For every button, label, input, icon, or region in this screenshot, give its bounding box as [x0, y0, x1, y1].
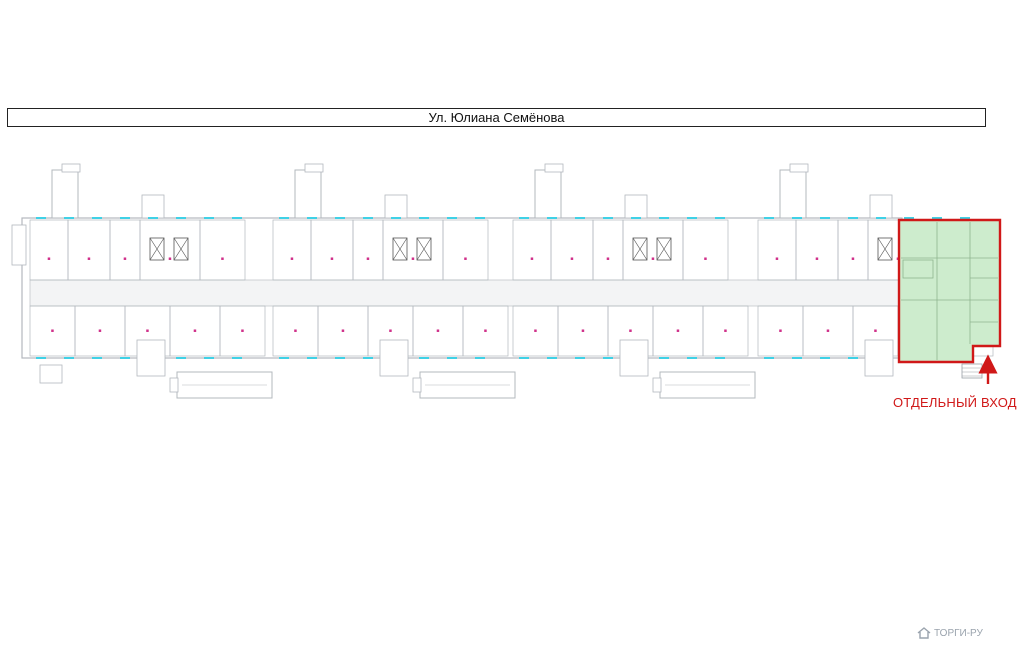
elevator-cross — [656, 237, 672, 261]
room-marker: ▪ — [464, 256, 467, 262]
elevator-cross — [173, 237, 189, 261]
room-marker: ▪ — [826, 328, 829, 334]
canopy-step — [169, 377, 179, 393]
corridor — [29, 279, 901, 307]
separate-entrance-label: ОТДЕЛЬНЫЙ ВХОД — [893, 395, 1017, 410]
room-marker: ▪ — [676, 328, 679, 334]
room-marker: ▪ — [341, 328, 344, 334]
room-marker: ▪ — [581, 328, 584, 334]
room-marker: ▪ — [168, 256, 171, 262]
room-marker: ▪ — [241, 328, 244, 334]
room-marker: ▪ — [51, 328, 54, 334]
porch — [864, 339, 894, 377]
stair-tower — [779, 169, 807, 219]
porch — [136, 339, 166, 377]
room-marker: ▪ — [290, 256, 293, 262]
floor-plan: ▪▪▪▪▪▪▪▪▪▪▪▪▪▪▪▪▪▪▪▪▪▪▪▪▪▪▪▪▪▪▪▪▪▪▪▪▪▪▪▪ — [11, 163, 1002, 399]
room-marker: ▪ — [534, 328, 537, 334]
end-porch — [39, 364, 63, 384]
elevator-cross — [149, 237, 165, 261]
room-marker: ▪ — [366, 256, 369, 262]
room-marker: ▪ — [775, 256, 778, 262]
elevator-cross — [877, 237, 893, 261]
porch — [619, 339, 649, 377]
room-marker: ▪ — [98, 328, 101, 334]
canopy-step — [412, 377, 422, 393]
room-marker: ▪ — [146, 328, 149, 334]
stair-tower — [51, 169, 79, 219]
room-bottom — [219, 305, 266, 357]
stair-landing — [544, 163, 564, 173]
highlighted-unit-area — [897, 218, 1002, 364]
room-marker: ▪ — [389, 328, 392, 334]
stair-landing — [789, 163, 809, 173]
room-marker: ▪ — [47, 256, 50, 262]
balcony — [869, 194, 893, 219]
room-marker: ▪ — [530, 256, 533, 262]
house-logo-icon — [917, 627, 931, 639]
stair-tower — [294, 169, 322, 219]
room-marker: ▪ — [436, 328, 439, 334]
room-top — [199, 219, 246, 281]
entrance-steps — [961, 363, 983, 379]
balcony — [384, 194, 408, 219]
room-marker: ▪ — [724, 328, 727, 334]
highlighted-unit — [897, 218, 1002, 364]
room-marker: ▪ — [851, 256, 854, 262]
room-marker: ▪ — [704, 256, 707, 262]
room-marker: ▪ — [484, 328, 487, 334]
room-marker: ▪ — [815, 256, 818, 262]
street-name-bar: Ул. Юлиана Семёнова — [7, 108, 986, 127]
elevator-cross — [392, 237, 408, 261]
room-top — [682, 219, 729, 281]
end-stair — [11, 224, 27, 266]
room-marker: ▪ — [570, 256, 573, 262]
balcony — [624, 194, 648, 219]
watermark: ТОРГИ-РУ — [917, 627, 983, 639]
elevator-cross — [632, 237, 648, 261]
room-marker: ▪ — [779, 328, 782, 334]
room-marker: ▪ — [294, 328, 297, 334]
stair-landing — [304, 163, 324, 173]
room-marker: ▪ — [87, 256, 90, 262]
balcony — [141, 194, 165, 219]
room-bottom — [462, 305, 509, 357]
street-name-label: Ул. Юлиана Семёнова — [428, 110, 565, 125]
stair-tower — [534, 169, 562, 219]
room-marker: ▪ — [123, 256, 126, 262]
room-marker: ▪ — [606, 256, 609, 262]
canopy-step — [652, 377, 662, 393]
room-marker: ▪ — [411, 256, 414, 262]
elevator-cross — [416, 237, 432, 261]
room-bottom — [702, 305, 749, 357]
porch — [379, 339, 409, 377]
room-marker: ▪ — [629, 328, 632, 334]
watermark-text: ТОРГИ-РУ — [934, 627, 983, 639]
room-marker: ▪ — [651, 256, 654, 262]
stair-landing — [61, 163, 81, 173]
room-marker: ▪ — [193, 328, 196, 334]
room-marker: ▪ — [874, 328, 877, 334]
room-marker: ▪ — [330, 256, 333, 262]
room-marker: ▪ — [221, 256, 224, 262]
room-top — [442, 219, 489, 281]
